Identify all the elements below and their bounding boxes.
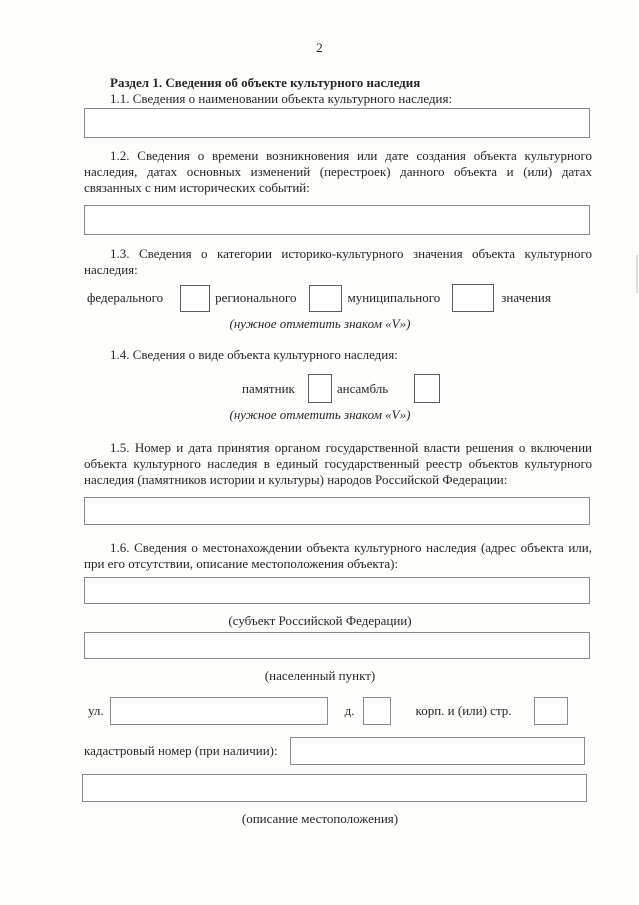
street-field[interactable] bbox=[109, 697, 328, 725]
settlement-caption: (населенный пункт) bbox=[264, 668, 376, 683]
category-municipal-label: муниципального bbox=[347, 290, 441, 305]
building-field[interactable] bbox=[533, 697, 568, 725]
subject-field[interactable] bbox=[84, 577, 590, 604]
type-monument-checkbox[interactable] bbox=[307, 374, 332, 403]
item-1-2-field[interactable] bbox=[84, 205, 590, 235]
type-ensemble-checkbox[interactable] bbox=[414, 374, 441, 403]
item-1-5-label: 1.5. Номер и дата принятия органом госуд… bbox=[84, 440, 592, 487]
type-monument-label: памятник bbox=[242, 380, 295, 396]
item-1-6-label: 1.6. Сведения о местонахождении объекта … bbox=[84, 540, 592, 571]
cadastral-row: кадастровый номер (при наличии): bbox=[84, 737, 592, 765]
form-content: Раздел 1. Сведения об объекте культурног… bbox=[82, 75, 592, 827]
settlement-field[interactable] bbox=[84, 632, 590, 659]
type-ensemble-label: ансамбль bbox=[336, 380, 389, 396]
house-field[interactable] bbox=[362, 697, 391, 725]
street-label: ул. bbox=[88, 703, 104, 718]
cadastral-label: кадастровый номер (при наличии): bbox=[84, 743, 278, 758]
item-1-1-label: 1.1. Сведения о наименовании объекта кул… bbox=[110, 91, 453, 106]
house-label: д. bbox=[344, 703, 355, 718]
category-checkbox-row: федерального регионального муниципальног… bbox=[87, 284, 592, 312]
category-regional-checkbox[interactable] bbox=[309, 284, 343, 312]
category-municipal-checkbox[interactable] bbox=[452, 284, 495, 312]
subject-caption: (субъект Российской Федерации) bbox=[228, 613, 412, 628]
location-description-field[interactable] bbox=[82, 774, 587, 802]
location-caption: (описание местоположения) bbox=[241, 811, 399, 826]
category-federal-checkbox[interactable] bbox=[180, 284, 211, 312]
item-1-2-label: 1.2. Сведения о времени возникновения ил… bbox=[84, 148, 592, 195]
cadastral-field[interactable] bbox=[289, 737, 585, 765]
street-address-row: ул. д. корп. и (или) стр. bbox=[84, 697, 592, 725]
scan-edge-artifact bbox=[636, 255, 638, 293]
category-note: (нужное отметить знаком «V») bbox=[229, 316, 411, 331]
item-1-3-label: 1.3. Сведения о категории историко-культ… bbox=[84, 246, 592, 277]
building-label: корп. и (или) стр. bbox=[415, 703, 512, 718]
item-1-5-field[interactable] bbox=[84, 497, 590, 525]
type-checkbox-row: памятник ансамбль bbox=[242, 374, 592, 403]
type-note: (нужное отметить знаком «V») bbox=[229, 407, 411, 422]
category-suffix-label: значения bbox=[501, 290, 551, 305]
item-1-4-label: 1.4. Сведения о виде объекта культурного… bbox=[110, 347, 398, 362]
page-number: 2 bbox=[316, 40, 323, 55]
category-regional-label: регионального bbox=[215, 290, 297, 305]
category-federal-label: федерального bbox=[87, 290, 164, 305]
item-1-1-field[interactable] bbox=[84, 108, 590, 138]
section-heading: Раздел 1. Сведения об объекте культурног… bbox=[110, 75, 421, 90]
